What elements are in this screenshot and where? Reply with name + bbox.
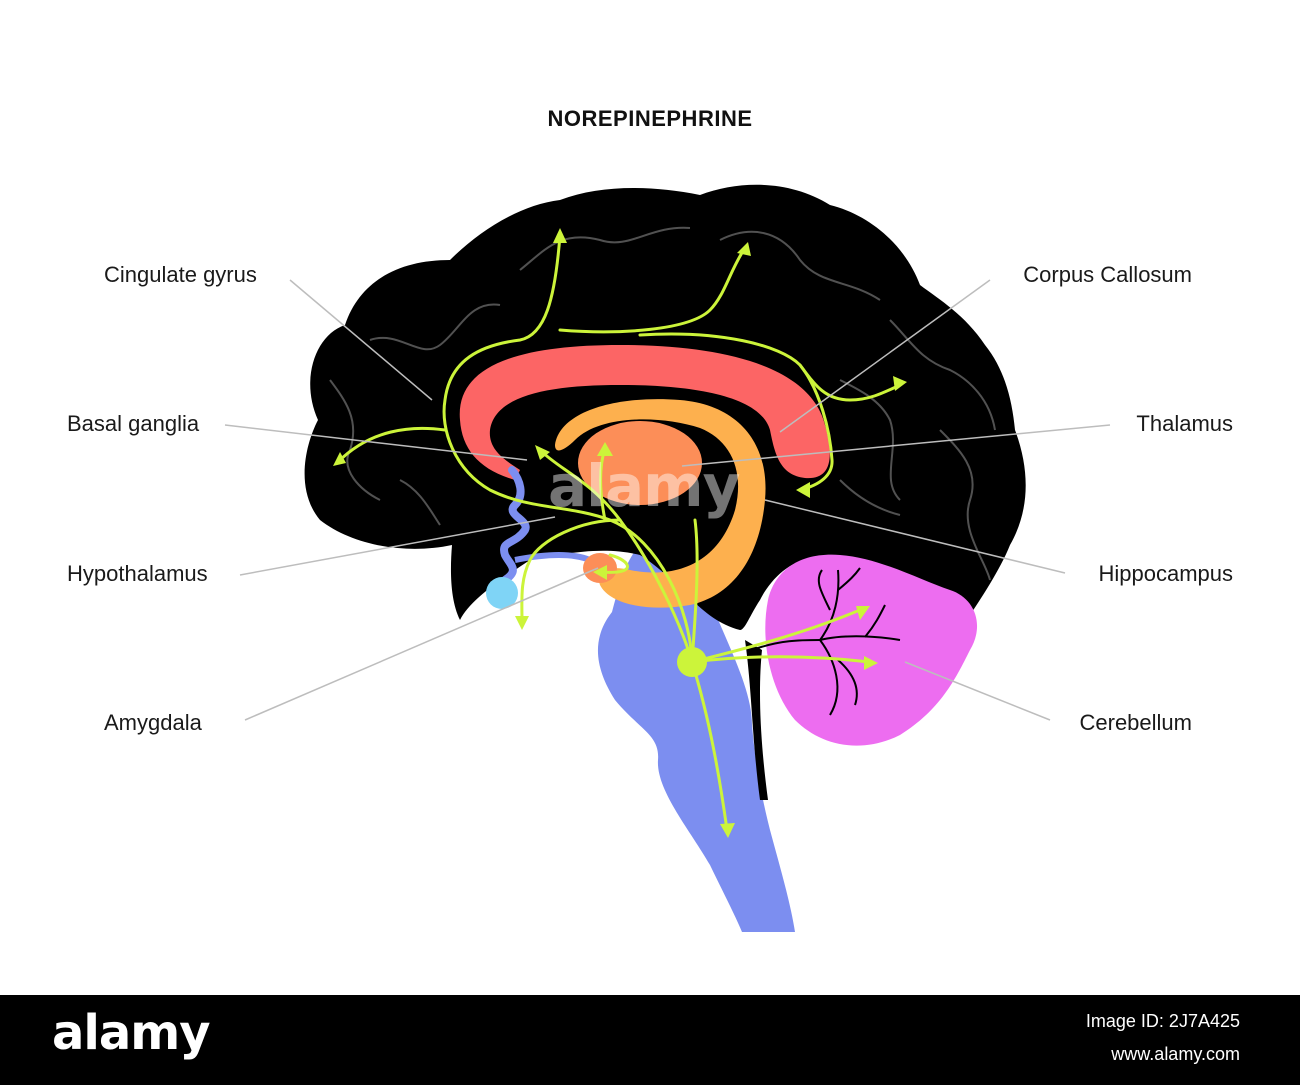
- watermark-overlay: alamy: [548, 452, 740, 520]
- amygdala-shape: [583, 553, 617, 583]
- hypothalamus-shape: [500, 466, 530, 584]
- label-cerebellum: Cerebellum: [1079, 710, 1193, 735]
- locus-coeruleus-node: [677, 647, 707, 677]
- label-cingulate-gyrus: Cingulate gyrus: [104, 262, 257, 287]
- diagram-title: NOREPINEPHRINE: [547, 106, 753, 131]
- cerebellar-peduncle: [745, 640, 768, 800]
- leader-lines: [224, 279, 1111, 721]
- image-url-text: www.alamy.com: [1111, 1044, 1240, 1064]
- label-hippocampus: Hippocampus: [1098, 561, 1233, 586]
- corpus-callosum: [459, 345, 830, 480]
- label-amygdala: Amygdala: [104, 710, 202, 735]
- gyri-lines: [329, 226, 996, 581]
- alamy-logo: alamy: [52, 1005, 211, 1061]
- hypothalamus-node: [486, 577, 518, 609]
- label-thalamus: Thalamus: [1136, 411, 1233, 436]
- label-basal-ganglia: Basal ganglia: [67, 411, 200, 436]
- watermark-footer-bar: [0, 995, 1300, 1085]
- cerebellum-branches: [751, 567, 901, 716]
- hippocampus-shape: [555, 399, 766, 608]
- thalamus-shape: [578, 421, 702, 505]
- pathway-arrowheads: [333, 228, 907, 838]
- image-id-text: Image ID: 2J7A425: [1085, 1011, 1240, 1031]
- label-hypothalamus: Hypothalamus: [67, 561, 208, 586]
- brainstem: [597, 544, 795, 932]
- label-corpus-callosum: Corpus Callosum: [1023, 262, 1192, 287]
- brain-diagram: [224, 184, 1111, 932]
- cerebellum-shape: [765, 554, 978, 746]
